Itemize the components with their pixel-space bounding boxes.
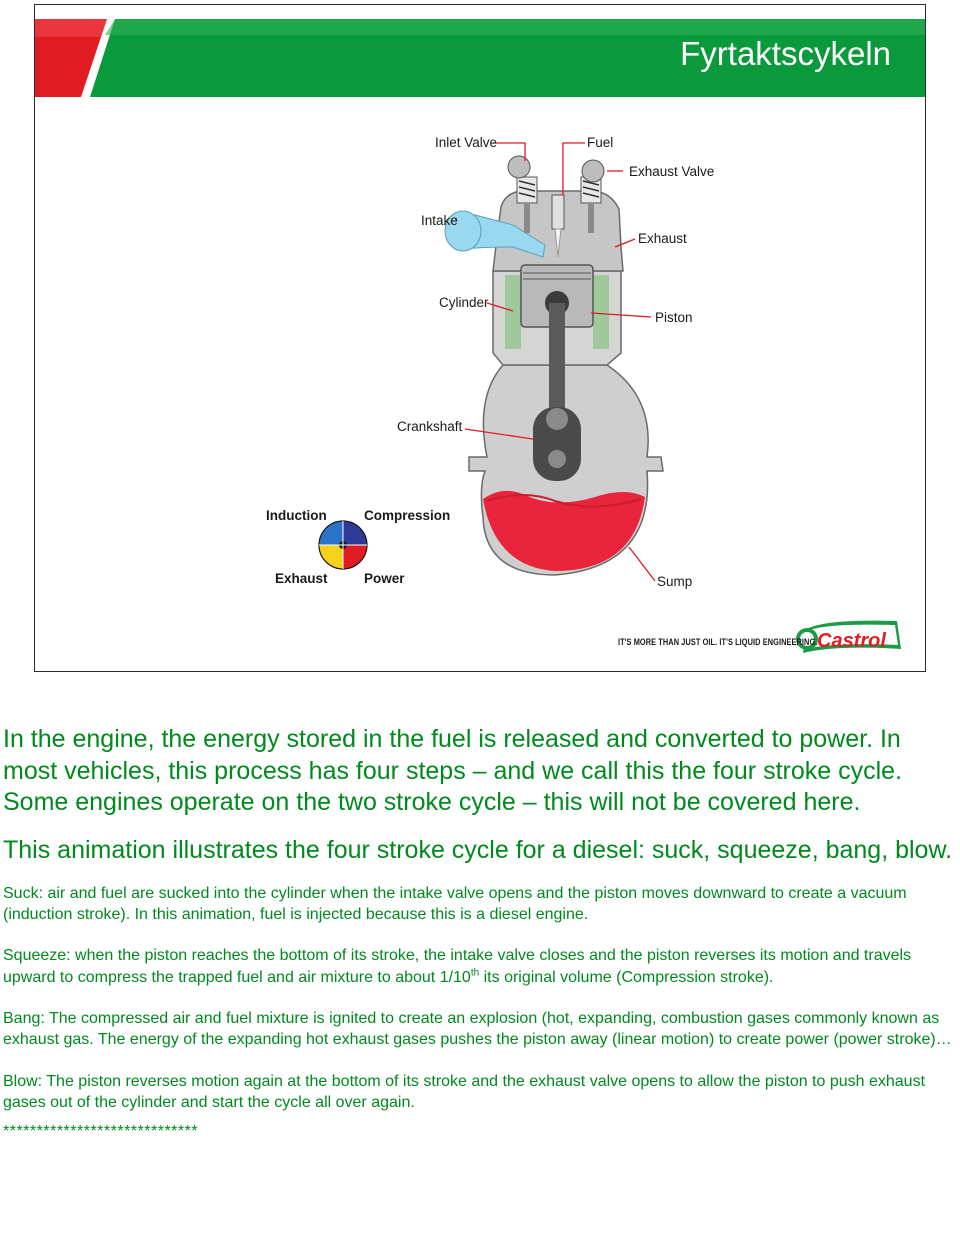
label-crankshaft: Crankshaft xyxy=(397,419,463,434)
fuel-injector xyxy=(551,194,565,230)
bang-paragraph: Bang: The compressed air and fuel mixtur… xyxy=(3,1010,952,1049)
slide-title: Fyrtaktscykeln xyxy=(680,35,891,72)
squeeze-text-b: its original volume (Compression stroke)… xyxy=(479,968,774,986)
label-exhaust: Exhaust xyxy=(638,231,687,246)
legend-power: Power xyxy=(364,571,405,586)
intro-paragraph: In the engine, the energy stored in the … xyxy=(3,725,903,817)
crankshaft xyxy=(533,407,581,481)
engine-diagram: Inlet Valve Fuel Exhaust Valve Intake Ex… xyxy=(266,135,901,653)
connecting-rod xyxy=(549,303,565,413)
slide: Fyrtaktscykeln xyxy=(34,4,926,672)
suck-paragraph: Suck: air and fuel are sucked into the c… xyxy=(3,884,907,924)
cycle-wheel xyxy=(318,520,368,570)
squeeze-text-a: Squeeze: when the piston reaches the bot… xyxy=(3,947,912,986)
label-cylinder: Cylinder xyxy=(439,295,489,310)
exhaust-valve xyxy=(580,159,605,233)
animation-paragraph: This animation illustrates the four stro… xyxy=(3,836,953,865)
slide-tagline: IT'S MORE THAN JUST OIL. IT'S LIQUID ENG… xyxy=(618,637,818,647)
squeeze-superscript: th xyxy=(470,967,480,979)
label-exhaust-valve: Exhaust Valve xyxy=(629,164,714,179)
squeeze-paragraph: Squeeze: when the piston reaches the bot… xyxy=(3,945,958,988)
label-inlet-valve: Inlet Valve xyxy=(435,135,497,150)
inlet-valve xyxy=(507,155,538,233)
castrol-wordmark: Castrol xyxy=(817,630,886,652)
castrol-logo: Castrol xyxy=(796,620,901,653)
label-piston: Piston xyxy=(655,310,693,325)
label-sump: Sump xyxy=(657,574,692,589)
body-text: In the engine, the energy stored in the … xyxy=(3,724,958,1142)
sump-oil xyxy=(483,490,645,571)
label-intake: Intake xyxy=(421,213,458,228)
blow-paragraph: Blow: The piston reverses motion again a… xyxy=(3,1072,926,1111)
slide-header-banner xyxy=(35,5,925,97)
legend-compression: Compression xyxy=(364,508,450,523)
label-fuel: Fuel xyxy=(587,135,613,150)
asterisk-divider: ***************************** xyxy=(3,1123,199,1141)
legend-exhaust: Exhaust xyxy=(275,571,328,586)
legend-induction: Induction xyxy=(266,508,327,523)
